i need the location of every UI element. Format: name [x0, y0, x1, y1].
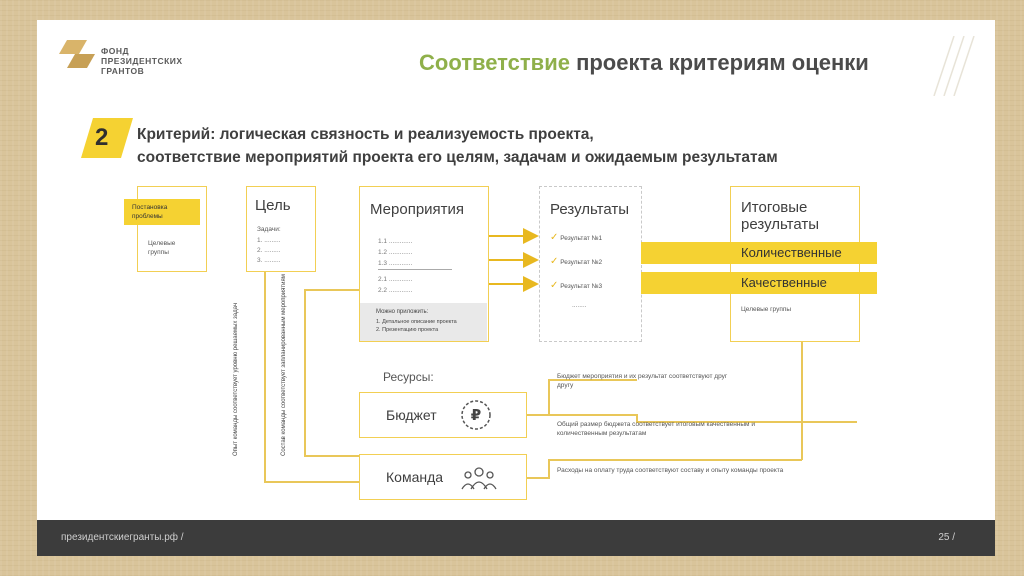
attach-item: 1. Детальное описание проекта — [376, 319, 457, 325]
tasks-label: Задачи: — [257, 226, 281, 233]
results-title: Результаты — [550, 201, 629, 218]
activities-title: Мероприятия — [370, 201, 465, 218]
criterion-line-1: Критерий: логическая связность и реализу… — [137, 126, 594, 143]
team-experience-note: Опыт команды соответствует уровню решаем… — [233, 303, 239, 456]
title-rest: проекта критериям оценки — [569, 50, 869, 75]
footer-page-number: 25 / — [938, 532, 955, 543]
result-label: Результат №1 — [560, 235, 603, 242]
budget-activity-note: Бюджет мероприятия и их результат соотве… — [557, 373, 728, 389]
goal-box: Цель Задачи: 1. ......... 2. ......... 3… — [246, 186, 316, 272]
final-title: Итоговые результаты — [741, 199, 819, 233]
quantitative-bar: Количественные — [641, 242, 877, 264]
goal-title: Цель — [255, 197, 291, 214]
criterion-number-badge: 2 — [81, 118, 133, 158]
attach-label: Можно приложить: — [376, 309, 429, 315]
team-composition-note: Состав команды соответствует запланирова… — [281, 274, 287, 456]
task-item: 1. ......... — [257, 237, 281, 244]
budget-box: Бюджет ₽ — [359, 392, 527, 438]
results-box: Результаты ✓ Результат №1 ✓ Результат №2… — [539, 186, 642, 342]
activity-item: 1.1 ............. — [378, 238, 413, 245]
ruble-icon: ₽ — [461, 400, 491, 430]
problem-tag: Постановка проблемы — [124, 199, 200, 225]
result-label: Результат №3 — [560, 283, 603, 290]
fund-logo-icon — [59, 40, 95, 68]
badge-shape-icon — [81, 118, 133, 158]
budget-total-note: Общий размер бюджета соответствует итого… — [557, 421, 755, 437]
problem-box: Постановка проблемы Целевые группы — [124, 186, 207, 272]
task-item: 2. ......... — [257, 247, 281, 254]
criterion-number: 2 — [95, 124, 109, 151]
problem-target-groups: Целевые группы — [148, 240, 176, 256]
decorative-lines-icon — [933, 36, 975, 96]
logo-line-3: ГРАНТОВ — [101, 66, 145, 76]
activity-item: 1.2 ............. — [378, 249, 413, 256]
page-title: Соответствие проекта критериям оценки — [419, 50, 869, 76]
slide: ФОНД ПРЕЗИДЕНТСКИХ ГРАНТОВ Соответствие … — [37, 20, 995, 556]
result-item: ✓ Результат №2 — [550, 257, 602, 267]
activity-item: 2.1 ............. — [378, 276, 413, 283]
logo-text: ФОНД ПРЕЗИДЕНТСКИХ ГРАНТОВ — [101, 46, 183, 76]
activity-item: 2.2 ............. — [378, 287, 413, 294]
final-results-box: Итоговые результаты Целевые группы — [730, 186, 860, 342]
qualitative-label: Качественные — [741, 275, 827, 290]
task-item: 3. ......... — [257, 257, 281, 264]
budget-label: Бюджет — [386, 407, 437, 423]
criterion-text: Критерий: логическая связность и реализу… — [137, 123, 778, 169]
logo-line-2: ПРЕЗИДЕНТСКИХ — [101, 56, 183, 66]
footer-url[interactable]: президентскиегранты.рф / — [61, 532, 184, 543]
activities-box: Мероприятия 1.1 ............. 1.2 ......… — [359, 186, 489, 342]
check-icon: ✓ — [550, 256, 559, 267]
attach-item: 2. Презентацию проекта — [376, 327, 439, 333]
criterion-line-2: соответствие мероприятий проекта его цел… — [137, 149, 778, 166]
result-label: Результат №2 — [560, 259, 603, 266]
labor-cost-note: Расходы на оплату труда соответствуют со… — [557, 467, 784, 474]
final-target-groups: Целевые группы — [741, 306, 792, 313]
results-ellipsis: ........ — [572, 302, 587, 309]
title-accent: Соответствие — [419, 50, 570, 75]
logo-line-1: ФОНД — [101, 46, 130, 56]
quantitative-label: Количественные — [741, 245, 842, 260]
qualitative-bar: Качественные — [641, 272, 877, 294]
result-item: ✓ Результат №1 — [550, 233, 602, 243]
check-icon: ✓ — [550, 280, 559, 291]
activity-item: 1.3 ............. — [378, 260, 413, 267]
svg-text:₽: ₽ — [471, 406, 481, 424]
attach-panel: Можно приложить: 1. Детальное описание п… — [360, 303, 487, 341]
team-icon — [461, 467, 497, 490]
result-item: ✓ Результат №3 — [550, 281, 602, 291]
resources-label: Ресурсы: — [383, 370, 434, 384]
activity-divider — [378, 269, 452, 270]
team-label: Команда — [386, 469, 444, 485]
footer-bar — [37, 520, 995, 556]
check-icon: ✓ — [550, 232, 559, 243]
team-box: Команда — [359, 454, 527, 500]
